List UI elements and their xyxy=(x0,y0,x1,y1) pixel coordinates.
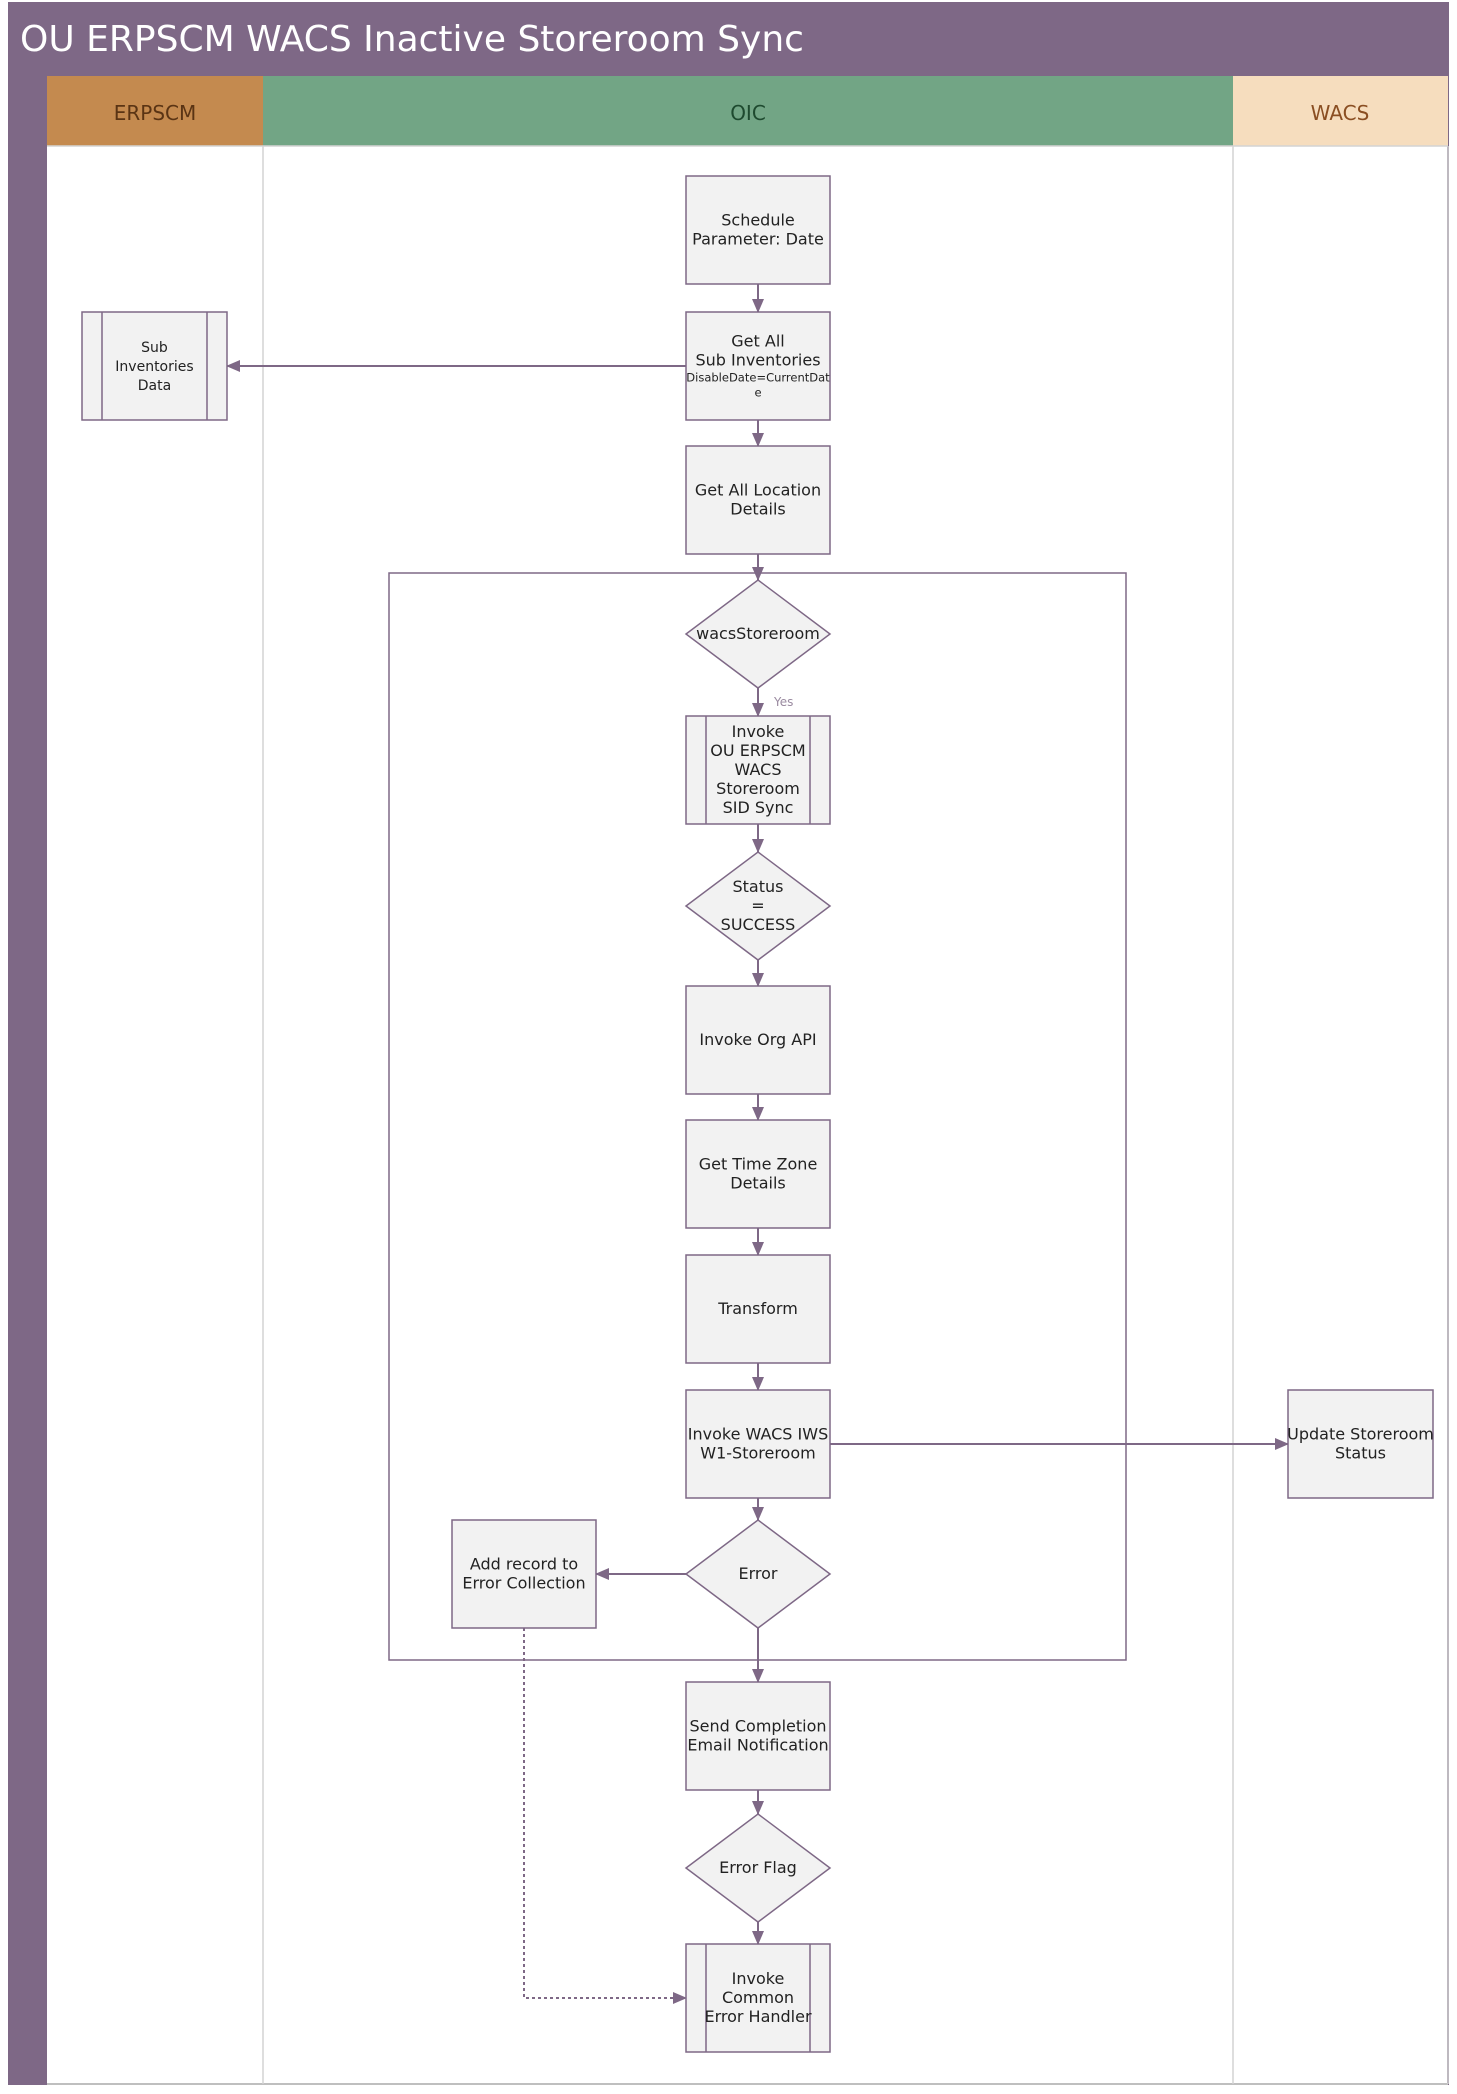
decision-shape xyxy=(684,851,832,961)
decision-shape xyxy=(684,579,832,689)
decision-shape xyxy=(684,1813,832,1923)
node-transform: Transform xyxy=(685,1254,831,1364)
node-status-success: Status=SUCCESS xyxy=(684,851,832,961)
process-shape xyxy=(685,311,831,421)
left-frame-bar xyxy=(9,76,47,2084)
node-error-flag: Error Flag xyxy=(684,1813,832,1923)
process-shape xyxy=(685,985,831,1095)
node-label: Error xyxy=(739,1564,778,1583)
lane-label-wacs: WACS xyxy=(1311,101,1370,125)
process-shape xyxy=(685,1119,831,1229)
subprocess-shape xyxy=(685,1943,831,2053)
decision-shape xyxy=(684,1519,832,1629)
node-invoke-org-api: Invoke Org API xyxy=(685,985,831,1095)
swimlane-frame xyxy=(8,2,1449,2085)
process-shape xyxy=(685,1681,831,1791)
node-error-decision: Error xyxy=(684,1519,832,1629)
lane-dividers xyxy=(47,145,1449,2084)
lane-label-erpscm: ERPSCM xyxy=(114,101,197,125)
process-shape xyxy=(451,1519,597,1629)
lane-header-oic xyxy=(263,76,1233,146)
process-shape xyxy=(685,175,831,285)
node-wacs-storeroom: wacsStoreroom xyxy=(684,579,832,689)
node-label: Status=SUCCESS xyxy=(721,877,796,934)
lane-label-oic: OIC xyxy=(730,101,766,125)
diagram-title: OU ERPSCM WACS Inactive Storeroom Sync xyxy=(20,19,804,60)
edge-label: Yes xyxy=(773,695,793,709)
node-label: wacsStoreroom xyxy=(696,624,820,643)
lane-header-erpscm xyxy=(47,76,263,146)
process-shape xyxy=(685,1389,831,1499)
subprocess-shape xyxy=(685,715,831,825)
edge-add-error-record-to-common-error-handler xyxy=(523,1628,687,2004)
node-label: Transform xyxy=(717,1299,798,1318)
process-shape xyxy=(685,445,831,555)
lane-headers: ERPSCM OIC WACS xyxy=(47,76,1448,146)
lane-header-wacs xyxy=(1233,76,1448,146)
process-shape xyxy=(685,1254,831,1364)
node-label: Error Flag xyxy=(719,1858,797,1877)
process-shape xyxy=(1287,1389,1434,1499)
node-label: Invoke Org API xyxy=(699,1030,816,1049)
edges: Yes xyxy=(226,284,1289,2004)
subprocess-shape xyxy=(81,311,228,421)
title-bar xyxy=(9,3,1448,76)
